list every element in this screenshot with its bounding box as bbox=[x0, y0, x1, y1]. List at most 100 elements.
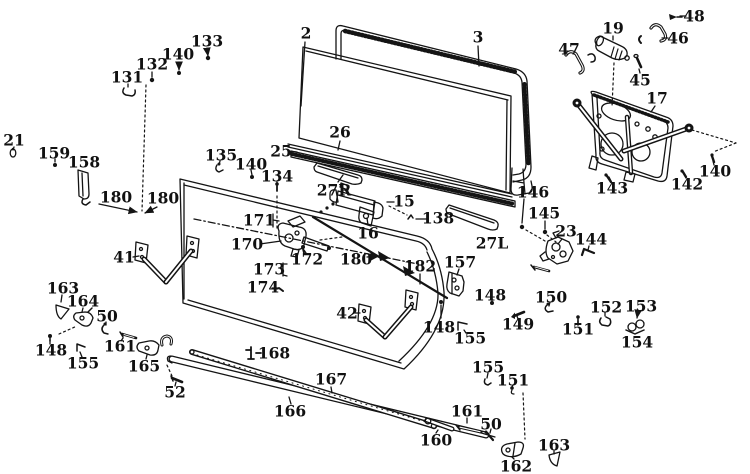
part-label-154: 154 bbox=[621, 333, 654, 352]
leader-line bbox=[300, 41, 306, 107]
part-label-138: 138 bbox=[422, 209, 454, 228]
leader-line bbox=[132, 255, 140, 258]
leader-line bbox=[525, 229, 546, 242]
part-label-151-1: 151 bbox=[562, 320, 594, 339]
part-label-182: 182 bbox=[404, 257, 436, 276]
leader-line bbox=[319, 236, 343, 241]
part-label-149: 149 bbox=[502, 315, 534, 334]
leader-line bbox=[650, 105, 656, 113]
leader-line bbox=[202, 47, 211, 57]
leader-line bbox=[634, 309, 643, 319]
leader-line bbox=[522, 392, 526, 440]
striker-and-hardware bbox=[439, 271, 645, 467]
part-label-165: 165 bbox=[128, 357, 160, 376]
leader-line bbox=[611, 62, 615, 108]
leader-lines bbox=[12, 15, 737, 460]
belt-moldings bbox=[287, 143, 516, 208]
leader-line bbox=[303, 249, 307, 254]
part-label-52: 52 bbox=[164, 383, 186, 402]
part-label-161-1: 161 bbox=[104, 337, 136, 356]
part-label-152: 152 bbox=[590, 298, 622, 317]
left-hardware bbox=[9, 55, 279, 384]
part-label-162: 162 bbox=[500, 457, 532, 474]
leader-line bbox=[366, 217, 369, 226]
leader-line bbox=[330, 386, 333, 394]
part-label-164: 164 bbox=[67, 292, 100, 311]
clip-48 bbox=[669, 14, 683, 20]
part-label-27R: 27R bbox=[317, 181, 352, 200]
molding-27L bbox=[445, 204, 499, 231]
part-label-16: 16 bbox=[357, 224, 379, 243]
part-label-157: 157 bbox=[444, 253, 476, 272]
part-label-151-2: 151 bbox=[497, 371, 529, 390]
torsion-rod bbox=[311, 215, 449, 300]
leader-line bbox=[388, 205, 408, 216]
leader-line bbox=[486, 372, 489, 379]
part-label-142: 142 bbox=[671, 175, 703, 194]
part-label-134: 134 bbox=[261, 167, 294, 186]
leader-line bbox=[511, 456, 515, 460]
latch-assembly bbox=[519, 224, 596, 273]
part-label-3: 3 bbox=[473, 28, 484, 47]
leader-line bbox=[511, 384, 514, 388]
leader-line bbox=[477, 45, 480, 67]
part-label-171: 171 bbox=[243, 211, 275, 230]
part-label-26: 26 bbox=[329, 123, 351, 142]
part-label-140-3: 140 bbox=[699, 162, 732, 181]
part-label-173: 173 bbox=[253, 260, 285, 279]
part-label-163-2: 163 bbox=[538, 436, 570, 455]
part-label-47: 47 bbox=[558, 40, 580, 59]
leader-line bbox=[98, 203, 138, 215]
lower-moldings bbox=[166, 349, 496, 439]
bolt-45 bbox=[633, 53, 643, 69]
part-label-148-2: 148 bbox=[423, 318, 455, 337]
leader-line bbox=[463, 329, 467, 334]
part-label-50-2: 50 bbox=[480, 415, 502, 434]
leader-line bbox=[288, 396, 292, 405]
part-label-140-1: 140 bbox=[162, 45, 195, 64]
part-label-140-2: 140 bbox=[235, 155, 268, 174]
part-label-161-2: 161 bbox=[451, 402, 483, 421]
part-label-172: 172 bbox=[291, 250, 323, 269]
part-label-159: 159 bbox=[38, 144, 70, 163]
stay-right bbox=[357, 289, 419, 340]
leader-line bbox=[516, 315, 519, 320]
leader-line bbox=[79, 351, 83, 358]
door-panel bbox=[179, 178, 445, 370]
part-label-163-1: 163 bbox=[47, 279, 79, 298]
leader-line bbox=[638, 68, 641, 74]
part-label-144: 144 bbox=[575, 230, 608, 249]
part-label-19: 19 bbox=[602, 19, 624, 38]
stay-left bbox=[134, 235, 200, 285]
part-label-168: 168 bbox=[258, 344, 290, 363]
diagram-artwork bbox=[9, 14, 716, 467]
molding-27R bbox=[313, 162, 363, 191]
leader-line bbox=[337, 174, 344, 183]
part-label-2: 2 bbox=[301, 24, 312, 43]
part-label-17: 17 bbox=[646, 89, 668, 108]
leader-line bbox=[60, 294, 63, 303]
leader-line bbox=[287, 150, 298, 153]
part-label-180-1: 180 bbox=[100, 188, 133, 207]
part-label-50-1: 50 bbox=[96, 307, 118, 326]
part-label-150: 150 bbox=[535, 288, 568, 307]
leader-line bbox=[366, 252, 380, 261]
part-label-170: 170 bbox=[231, 235, 264, 254]
leader-line bbox=[456, 268, 460, 276]
part-label-148-3: 148 bbox=[474, 286, 506, 305]
part-label-167: 167 bbox=[315, 370, 347, 389]
leader-line bbox=[691, 129, 737, 144]
hose-47 bbox=[564, 50, 596, 75]
leader-line bbox=[144, 205, 158, 214]
leader-line bbox=[546, 234, 557, 243]
leader-line bbox=[145, 354, 148, 360]
part-label-45: 45 bbox=[629, 71, 651, 90]
part-label-21: 21 bbox=[3, 131, 25, 150]
part-label-48: 48 bbox=[683, 7, 705, 26]
leader-line bbox=[282, 274, 288, 277]
leader-line bbox=[548, 301, 551, 307]
part-label-132: 132 bbox=[136, 55, 168, 74]
leader-line bbox=[712, 142, 737, 153]
